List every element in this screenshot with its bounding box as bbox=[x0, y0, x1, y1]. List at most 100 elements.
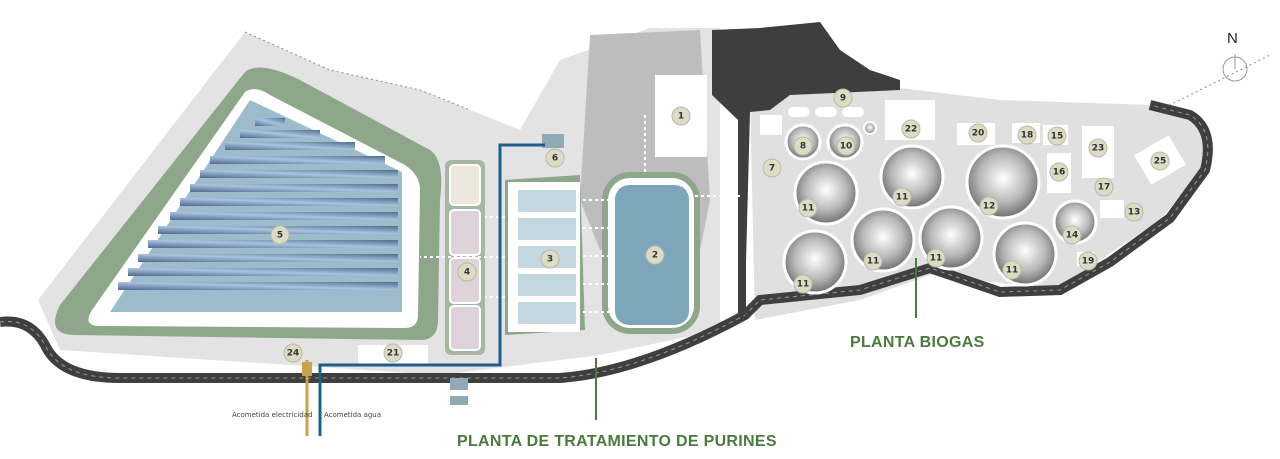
marker-number: 18 bbox=[1021, 131, 1034, 141]
marker-badge bbox=[863, 251, 883, 271]
marker-badge bbox=[1062, 225, 1082, 245]
marker-13: 13 bbox=[1124, 202, 1144, 222]
marker-badge bbox=[1049, 162, 1069, 182]
marker-15: 15 bbox=[1047, 126, 1067, 146]
tank-11 bbox=[992, 221, 1058, 287]
marker-badge bbox=[979, 196, 999, 216]
marker-11: 11 bbox=[793, 274, 813, 294]
marker-number: 25 bbox=[1154, 157, 1167, 167]
solar-row bbox=[170, 212, 398, 220]
marker-number: 14 bbox=[1066, 231, 1079, 241]
marker-17: 17 bbox=[1094, 177, 1114, 197]
marker-number: 17 bbox=[1098, 183, 1111, 193]
marker-11: 11 bbox=[926, 248, 946, 268]
solar-row bbox=[240, 130, 320, 138]
marker-number: 15 bbox=[1051, 132, 1064, 142]
tank-11 bbox=[850, 207, 916, 273]
tank-11 bbox=[879, 144, 945, 210]
treatment-cell bbox=[518, 274, 576, 296]
solar-row bbox=[180, 198, 398, 206]
marker-25: 25 bbox=[1150, 151, 1170, 171]
marker-number: 12 bbox=[983, 202, 996, 212]
north-label: N bbox=[1227, 30, 1238, 47]
marker-7: 7 bbox=[762, 158, 782, 178]
biogas-plant-label: PLANTA BIOGAS bbox=[850, 334, 985, 351]
digester-tanks bbox=[782, 121, 1098, 295]
marker-23: 23 bbox=[1088, 138, 1108, 158]
tank-12 bbox=[965, 144, 1041, 220]
marker-20: 20 bbox=[968, 123, 988, 143]
entrance-booth bbox=[450, 396, 468, 405]
marker-number: 11 bbox=[797, 280, 810, 290]
marker-badge bbox=[645, 245, 665, 265]
marker-badge bbox=[968, 123, 988, 143]
tank-small bbox=[863, 121, 877, 135]
marker-badge bbox=[793, 136, 813, 156]
marker-badge bbox=[1017, 125, 1037, 145]
building-9c bbox=[842, 107, 864, 117]
east-fence bbox=[1159, 54, 1271, 111]
marker-number: 24 bbox=[287, 349, 300, 359]
solar-row bbox=[225, 142, 355, 150]
marker-badge bbox=[1150, 151, 1170, 171]
marker-number: 19 bbox=[1082, 257, 1095, 267]
electricity-connection-label: Acometida electricidad bbox=[232, 411, 313, 419]
marker-badge bbox=[1047, 126, 1067, 146]
marker-number: 6 bbox=[552, 154, 558, 164]
marker-14: 14 bbox=[1062, 225, 1082, 245]
marker-badge bbox=[833, 88, 853, 108]
north-compass: N bbox=[1220, 30, 1250, 90]
marker-badge bbox=[283, 343, 303, 363]
marker-11: 11 bbox=[1002, 260, 1022, 280]
marker-9: 9 bbox=[833, 88, 853, 108]
marker-number: 21 bbox=[387, 349, 400, 359]
marker-10: 10 bbox=[836, 136, 856, 156]
marker-badge bbox=[798, 198, 818, 218]
solar-row bbox=[128, 268, 398, 276]
marker-badge bbox=[1094, 177, 1114, 197]
marker-number: 16 bbox=[1053, 168, 1066, 178]
marker-number: 10 bbox=[840, 142, 853, 152]
site-ground-fence-west bbox=[244, 31, 471, 111]
marker-badge bbox=[762, 158, 782, 178]
treatment-cell bbox=[518, 218, 576, 240]
marker-5: 5 bbox=[270, 225, 290, 245]
marker-number: 1 bbox=[678, 112, 684, 122]
building-6 bbox=[542, 134, 564, 148]
solar-row bbox=[200, 170, 398, 178]
building-9a bbox=[788, 107, 810, 117]
dark-parking-area bbox=[712, 22, 900, 300]
marker-badge bbox=[383, 343, 403, 363]
marker-number: 11 bbox=[802, 204, 815, 214]
marker-18: 18 bbox=[1017, 125, 1037, 145]
marker-24: 24 bbox=[283, 343, 303, 363]
marker-badge bbox=[892, 187, 912, 207]
purines-plant-label: PLANTA DE TRATAMIENTO DE PURINES bbox=[457, 433, 777, 450]
treatment-cell bbox=[518, 190, 576, 212]
marker-badge bbox=[671, 106, 691, 126]
marker-21: 21 bbox=[383, 343, 403, 363]
marker-8: 8 bbox=[793, 136, 813, 156]
marker-1: 1 bbox=[671, 106, 691, 126]
marker-badge bbox=[540, 249, 560, 269]
marker-badge bbox=[836, 136, 856, 156]
marker-2: 2 bbox=[645, 245, 665, 265]
settling-pond bbox=[449, 164, 481, 206]
marker-badge bbox=[1124, 202, 1144, 222]
main-road-centerline bbox=[0, 104, 1209, 379]
marker-badge bbox=[1078, 251, 1098, 271]
solar-row bbox=[255, 118, 285, 126]
marker-19: 19 bbox=[1078, 251, 1098, 271]
solar-row bbox=[190, 184, 398, 192]
electric-cabinet bbox=[302, 362, 312, 376]
marker-badge bbox=[926, 248, 946, 268]
solar-row bbox=[138, 254, 398, 262]
solar-row bbox=[148, 240, 398, 248]
marker-number: 2 bbox=[652, 251, 658, 261]
marker-11: 11 bbox=[798, 198, 818, 218]
marker-number: 4 bbox=[464, 268, 470, 278]
treatment-cell bbox=[518, 302, 576, 324]
marker-badge bbox=[545, 148, 565, 168]
marker-number: 22 bbox=[905, 125, 918, 135]
